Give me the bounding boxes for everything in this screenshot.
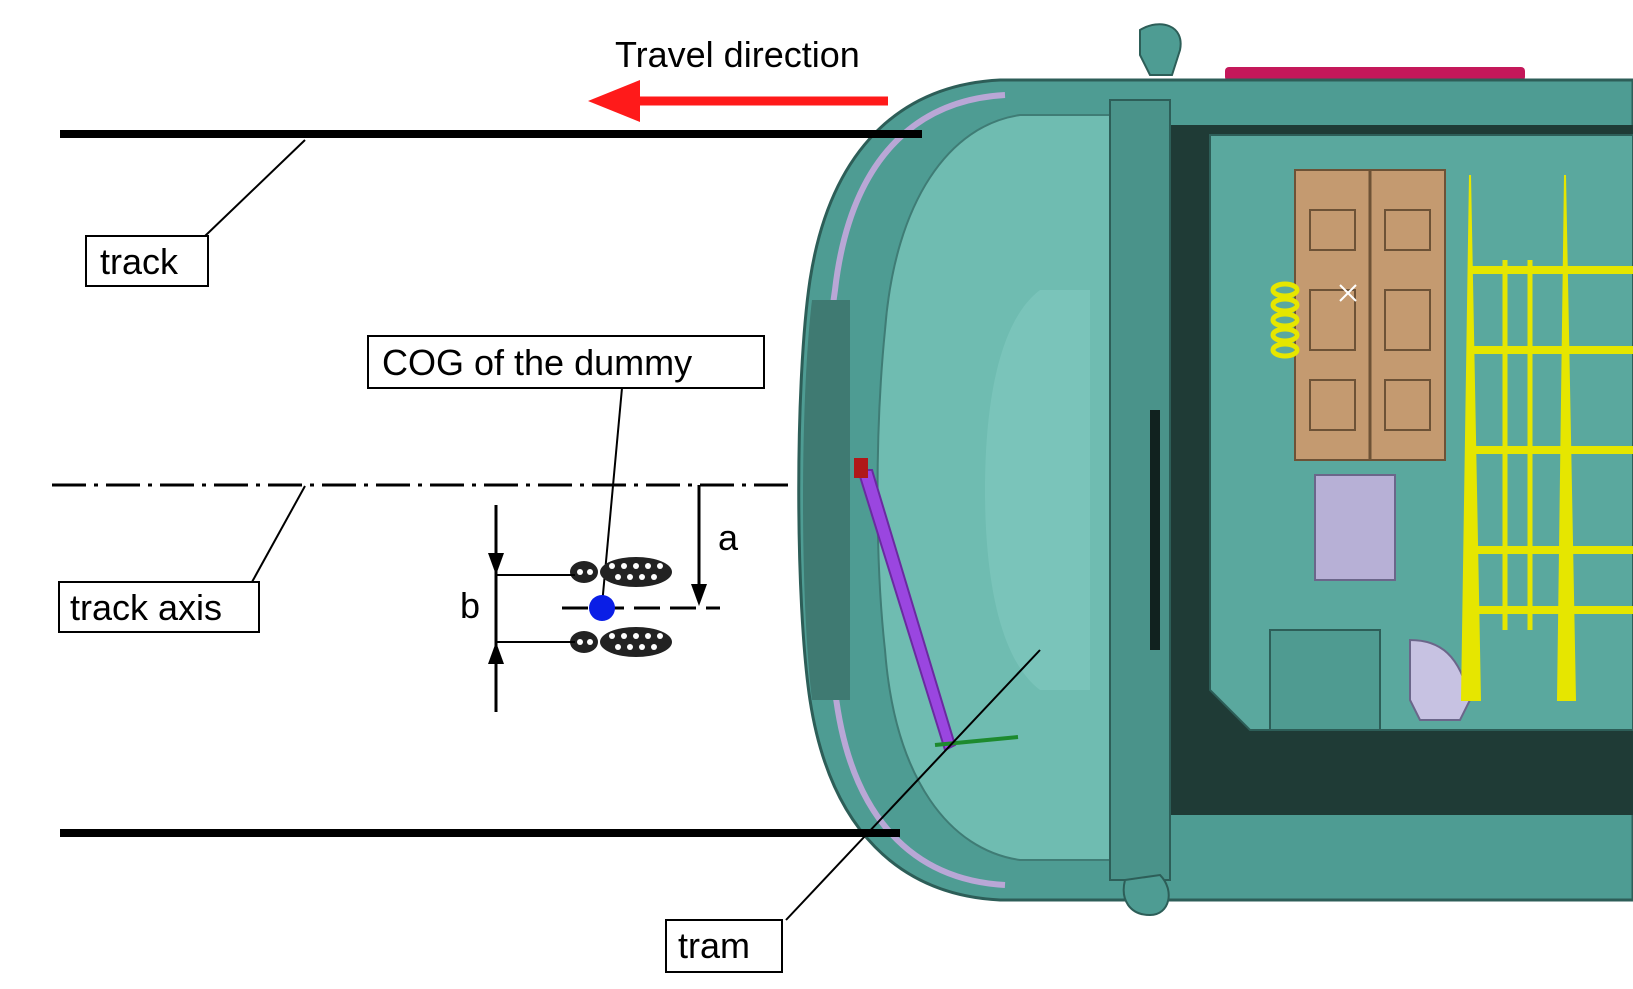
lilac-pipe <box>1409 638 1472 721</box>
track-label: track <box>100 241 179 282</box>
mirror-bottom <box>1122 873 1170 917</box>
tram-lower-box <box>1269 629 1381 731</box>
tram-label: tram <box>678 925 750 966</box>
red-marker <box>854 458 868 478</box>
track-axis-leader <box>251 485 306 583</box>
track-label-box <box>85 235 209 287</box>
equipment-panel <box>1294 169 1446 461</box>
track-axis-label-box <box>58 581 260 633</box>
cog-dot <box>589 595 615 621</box>
tram-top-trim <box>1225 67 1525 81</box>
mirror-top <box>1139 23 1182 76</box>
cog-label: COG of the dummy <box>382 342 692 383</box>
travel-direction-arrow <box>588 80 888 122</box>
tram-cab-frame <box>1109 99 1171 881</box>
tram-side-panel <box>803 300 850 700</box>
tram-illustration <box>797 23 1633 917</box>
yellow-bogie-frame <box>1460 174 1633 701</box>
tram-windshield-inner <box>985 290 1090 690</box>
cog-label-box <box>367 335 765 389</box>
dimension-a-label: a <box>718 517 739 558</box>
tram-label-box <box>665 919 783 973</box>
tram-slot <box>1150 410 1160 650</box>
dimension-b <box>488 505 575 712</box>
footprint-right <box>570 627 672 657</box>
travel-direction-label: Travel direction <box>615 34 860 75</box>
track-axis-label: track axis <box>70 587 222 628</box>
dimension-a <box>691 485 707 606</box>
dimension-b-label: b <box>460 585 480 626</box>
tram-leader <box>785 649 1041 921</box>
footprint-left <box>570 557 672 587</box>
track-leader <box>204 139 306 237</box>
green-rod <box>934 735 1019 747</box>
lilac-cylinder <box>1314 474 1396 581</box>
yellow-spring <box>1270 281 1300 359</box>
